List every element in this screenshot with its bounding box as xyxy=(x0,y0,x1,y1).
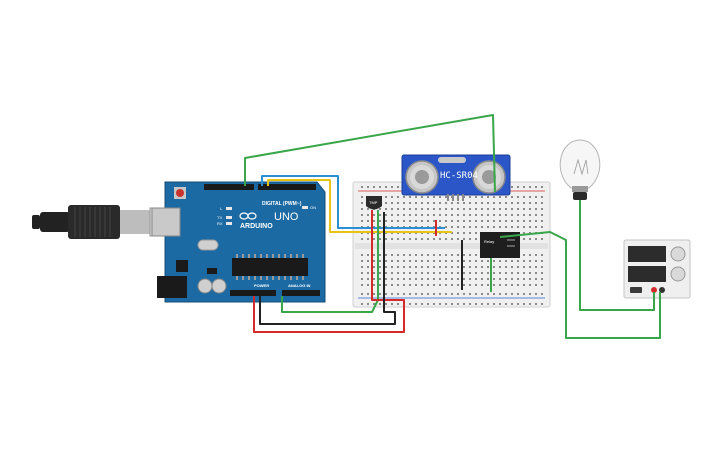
breadboard-center-channel xyxy=(355,243,548,249)
positive-terminal[interactable] xyxy=(651,287,657,293)
led-on-label: ON xyxy=(310,205,316,210)
power-switch[interactable] xyxy=(630,287,642,293)
led-l-label: L xyxy=(220,206,223,211)
led-tx xyxy=(226,216,232,219)
current-display xyxy=(628,266,666,282)
reset-button[interactable] xyxy=(176,189,184,197)
regulator xyxy=(176,260,188,272)
led-rx-label: RX xyxy=(217,221,223,226)
wire-red xyxy=(253,210,405,333)
digital-header-right xyxy=(258,184,316,190)
relay-label: Relay xyxy=(484,239,494,244)
led-rx xyxy=(226,222,232,225)
led-on xyxy=(302,206,308,209)
analog-label: ANALOG IN xyxy=(288,283,311,288)
negative-terminal[interactable] xyxy=(659,287,665,293)
light-bulb[interactable] xyxy=(559,139,601,200)
arduino-logo-icon xyxy=(239,212,257,220)
temperature-sensor[interactable]: TMP xyxy=(366,196,382,210)
arduino-logo-text: ARDUINO xyxy=(240,223,273,230)
digital-label: DIGITAL (PWM~) xyxy=(262,201,302,207)
wire-black xyxy=(259,212,396,325)
ultrasonic-sensor[interactable]: HC-SR04 xyxy=(401,154,511,201)
power-label: POWER xyxy=(254,283,269,288)
uno-text: UNO xyxy=(274,211,299,223)
wire-blue xyxy=(261,175,445,229)
wire-green-tmp xyxy=(281,210,379,313)
bulb-socket xyxy=(573,192,587,200)
sensor-model-label: HC-SR04 xyxy=(440,171,478,181)
wire-green-top xyxy=(244,114,496,193)
led-tx-label: TX xyxy=(217,215,222,220)
voltage-display xyxy=(628,246,666,262)
voltage-knob[interactable] xyxy=(670,246,686,262)
breadboard[interactable] xyxy=(352,181,551,308)
current-knob[interactable] xyxy=(670,266,686,282)
led-l xyxy=(226,207,232,210)
capacitor-2 xyxy=(211,278,227,294)
wire-green-relay xyxy=(499,231,661,339)
atmega-chip xyxy=(232,258,308,276)
wire-yellow xyxy=(267,179,452,233)
power-supply[interactable] xyxy=(623,239,691,299)
usb-cable xyxy=(32,205,173,239)
arduino-uno-board[interactable]: L TX RX ON DIGITAL (PWM~) ARDUINO UNO PO… xyxy=(151,181,326,303)
crystal xyxy=(197,239,219,251)
power-header xyxy=(230,290,276,296)
temp-sensor-label: TMP xyxy=(369,200,378,205)
capacitor-1 xyxy=(197,278,213,294)
wire-green-bulb xyxy=(579,200,655,311)
analog-header xyxy=(282,290,320,296)
wires xyxy=(244,114,661,339)
digital-header-left xyxy=(204,184,254,190)
